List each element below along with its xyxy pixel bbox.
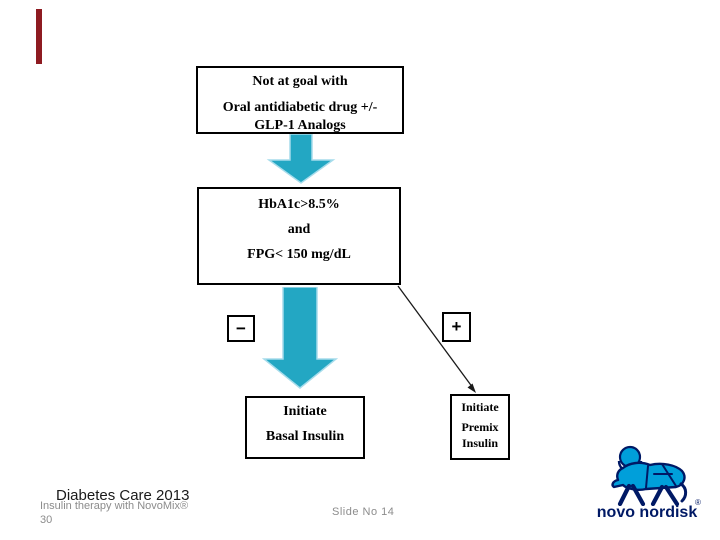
flow-box-text-line: Premix: [461, 420, 499, 434]
footnote-line: Insulin therapy with NovoMix®: [40, 500, 189, 512]
down-arrow-icon: [262, 287, 338, 389]
plus-sign: +: [451, 317, 462, 336]
down-arrow-icon: [266, 134, 336, 184]
footnote-text: Insulin therapy with NovoMix® 30: [40, 499, 188, 527]
flow-box-text-line: FPG< 150 mg/dL: [247, 247, 351, 262]
plus-sign-box: +: [442, 312, 471, 342]
registered-trademark-icon: ®: [695, 498, 701, 507]
flow-box-premix-insulin: Initiate Premix Insulin: [450, 394, 510, 460]
flow-box-basal-insulin: Initiate Basal Insulin: [245, 396, 365, 459]
flow-box-text-line: Initiate: [283, 404, 327, 419]
flow-box-text-line: Oral antidiabetic drug +/-: [222, 100, 378, 115]
footnote-line: 30: [40, 514, 53, 526]
flow-box-text-line: Basal Insulin: [265, 429, 345, 444]
flow-box-text-line: Not at goal with: [252, 74, 348, 89]
flow-box-text-line: GLP-1 Analogs: [254, 118, 346, 133]
minus-sign: −: [236, 318, 246, 338]
diagonal-connector-arrow: [397, 285, 476, 393]
novo-nordisk-wordmark: novo nordisk: [596, 504, 698, 521]
apis-bull-icon: [611, 445, 688, 506]
reference-citation: Diabetes Care 2013: [56, 487, 190, 504]
flow-box-criteria: HbA1c>8.5% and FPG< 150 mg/dL: [197, 187, 401, 285]
flow-box-text-line: HbA1c>8.5%: [258, 197, 340, 212]
minus-sign-box: −: [227, 315, 255, 342]
slide-number: Slide No 14: [332, 506, 395, 518]
flow-box-not-at-goal: Not at goal with Oral antidiabetic drug …: [196, 66, 404, 134]
red-accent-bar: [36, 9, 42, 64]
flow-box-text-line: Insulin: [461, 436, 499, 450]
flow-box-text-line: Initiate: [461, 400, 499, 414]
novo-nordisk-logo: novo nordisk ®: [588, 444, 716, 528]
flow-box-text-line: and: [287, 222, 311, 237]
